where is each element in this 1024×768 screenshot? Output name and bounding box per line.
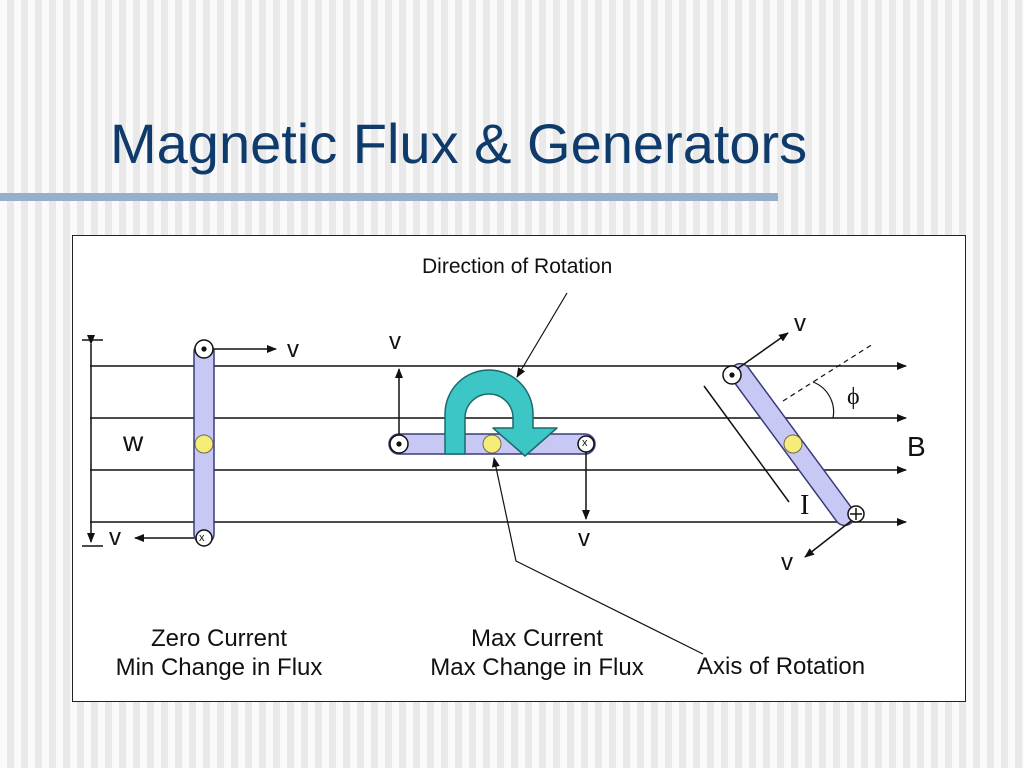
slide-title: Magnetic Flux & Generators bbox=[110, 112, 808, 175]
velocity-label: v bbox=[287, 336, 299, 363]
caption-line: Max Current bbox=[470, 625, 604, 652]
rotation-axis-point bbox=[194, 434, 214, 454]
x-in-symbol: x bbox=[582, 437, 588, 449]
axis-pointer bbox=[491, 457, 704, 655]
rotation-axis-point bbox=[482, 434, 502, 454]
angle-arc bbox=[812, 381, 835, 419]
rotation-direction-arrow bbox=[444, 369, 558, 457]
caption-line: Min Change in Flux bbox=[115, 653, 323, 681]
x-in-symbol: x bbox=[199, 532, 205, 544]
direction-pointer bbox=[516, 292, 568, 378]
direction-of-rotation-label: Direction of Rotation bbox=[422, 255, 613, 278]
generator-diagram bbox=[82, 292, 907, 655]
rotation-axis-point bbox=[783, 434, 803, 454]
current-label: I bbox=[800, 490, 810, 521]
zero-current-caption: Zero Current Min Change in Flux bbox=[81, 625, 357, 683]
caption-line: Zero Current bbox=[150, 625, 288, 652]
x-in-marker bbox=[195, 529, 213, 547]
coil-vertical bbox=[134, 339, 277, 547]
field-label: B bbox=[907, 431, 926, 462]
caption-line: Max Change in Flux bbox=[430, 653, 644, 681]
width-label: w bbox=[123, 426, 144, 457]
velocity-label: v bbox=[794, 310, 806, 337]
width-dimension bbox=[82, 335, 103, 547]
velocity-label: v bbox=[389, 328, 401, 355]
diagram-panel: x x Direction of Rotation v v v v v v w … bbox=[72, 235, 966, 702]
velocity-label: v bbox=[578, 525, 590, 552]
title-underline bbox=[0, 193, 778, 201]
velocity-label: v bbox=[109, 524, 121, 551]
axis-of-rotation-label: Axis of Rotation bbox=[697, 653, 866, 680]
coil-tilted bbox=[703, 332, 874, 558]
velocity-label: v bbox=[781, 549, 793, 576]
angle-label: ϕ bbox=[847, 384, 860, 410]
max-current-caption: Max Current Max Change in Flux bbox=[395, 625, 679, 683]
